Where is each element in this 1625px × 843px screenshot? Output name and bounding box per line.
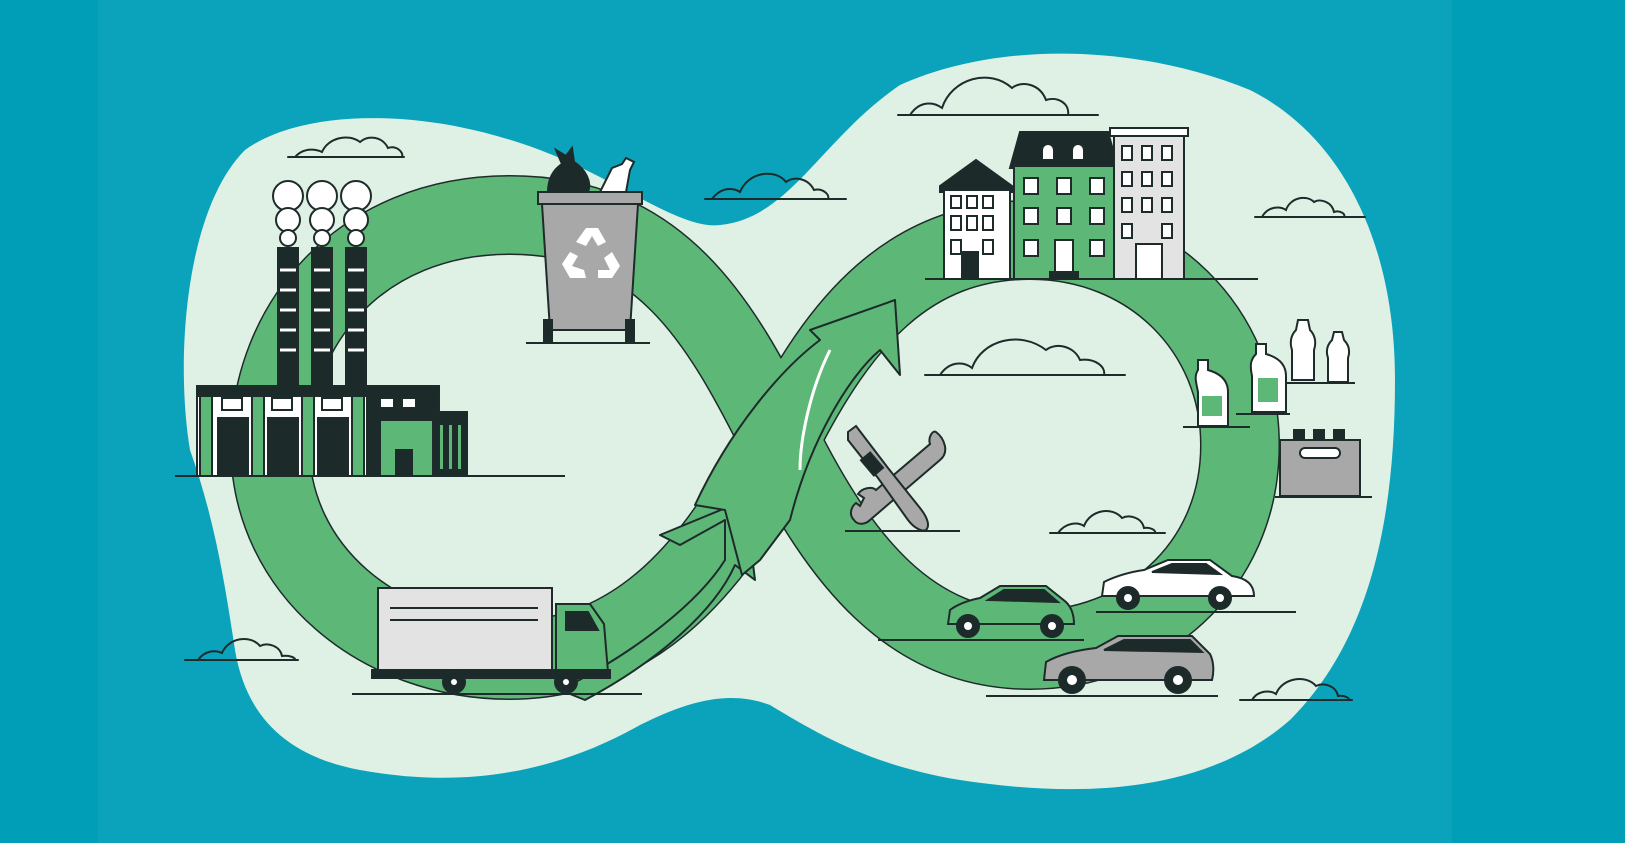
recycle-symbol-icon <box>562 228 620 278</box>
factory-annex-door <box>395 449 413 477</box>
cloud-icon <box>924 338 1126 376</box>
truck-chassis <box>371 669 611 679</box>
background-right-band <box>1452 0 1625 843</box>
bottles-icon <box>1183 319 1372 498</box>
truck-cargo-box <box>377 587 553 673</box>
chimneys <box>277 247 367 389</box>
cloud-icon <box>1239 678 1353 701</box>
house-middle-windows <box>1023 143 1105 257</box>
bottle-jug-left-label <box>1202 396 1222 416</box>
factory-doors <box>217 417 349 477</box>
cars-icon <box>878 559 1296 697</box>
factory-pillars <box>199 395 365 477</box>
factory-roof <box>196 385 368 397</box>
bottle-small-right <box>1325 331 1351 383</box>
truck-window <box>565 611 600 631</box>
bottle-small-left <box>1289 319 1317 381</box>
house-right-door <box>1135 243 1163 280</box>
repair-tools-icon <box>845 424 960 532</box>
cloud-icon <box>287 136 405 158</box>
cloud-icon <box>184 637 299 661</box>
bottle-jug-right-label <box>1258 378 1278 402</box>
wrench-icon <box>849 430 947 525</box>
car-white-sedan <box>1100 559 1256 610</box>
bin-wheels <box>543 319 635 343</box>
arrow-upper-highlight <box>798 349 832 471</box>
house-left-windows <box>950 195 994 255</box>
cloud-icon <box>897 76 1099 116</box>
factory-annex-windows <box>379 397 417 409</box>
trash-bag <box>546 145 591 193</box>
screwdriver-handle-band <box>859 451 885 477</box>
house-right-windows <box>1121 145 1173 239</box>
arrow-upper <box>694 299 901 576</box>
truck-cargo-lines <box>390 607 538 621</box>
cloud-icon <box>1049 510 1166 534</box>
truck-wheels <box>442 670 578 694</box>
cloud-icon <box>1254 196 1366 218</box>
chimney-stripes <box>280 268 364 352</box>
bottle-in-bin <box>598 156 636 193</box>
townhouses-icon <box>925 127 1258 280</box>
bin-body <box>540 203 640 331</box>
cloud-icon <box>704 172 847 200</box>
delivery-truck-icon <box>352 587 642 695</box>
car-green-hatchback <box>946 585 1076 638</box>
house-middle-steps <box>1049 271 1079 280</box>
smoke-puffs <box>272 180 372 247</box>
clouds <box>184 76 1366 701</box>
recycling-bin-icon <box>526 145 650 344</box>
factory-windows <box>221 397 343 411</box>
crate-handle <box>1299 447 1341 459</box>
factory-icon <box>175 180 565 477</box>
house-left-door <box>961 251 979 280</box>
bin-lid <box>537 191 643 205</box>
house-right-cornice <box>1109 127 1189 137</box>
car-grey-suv <box>1042 635 1215 694</box>
background-left-band <box>0 0 98 843</box>
screwdriver-icon <box>847 424 929 532</box>
house-left-roof <box>939 158 1013 193</box>
growth-arrow-icon <box>559 299 901 701</box>
house-middle-roof <box>1008 131 1120 169</box>
factory-shed-stripes <box>438 423 463 471</box>
